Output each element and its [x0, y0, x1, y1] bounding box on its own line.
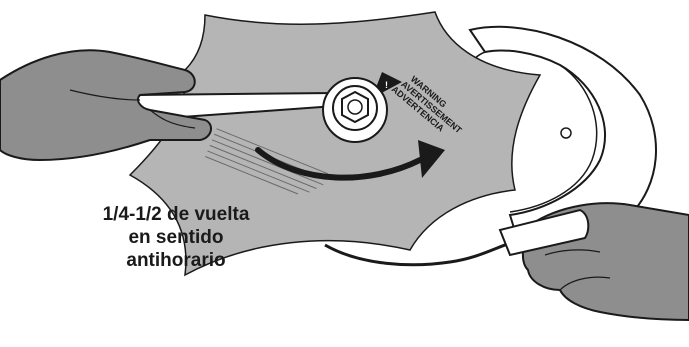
blade-lower-edge	[325, 240, 520, 265]
svg-text:!: !	[385, 80, 388, 90]
caption-line-1: 1/4-1/2 de vuelta	[86, 203, 266, 226]
instruction-caption: 1/4-1/2 de vuelta en sentido antihorario	[86, 203, 266, 272]
housing-bolt-bottom	[561, 128, 571, 138]
caption-line-2: en sentido	[86, 226, 266, 249]
caption-line-3: antihorario	[86, 249, 266, 272]
blade-nut	[323, 78, 387, 142]
